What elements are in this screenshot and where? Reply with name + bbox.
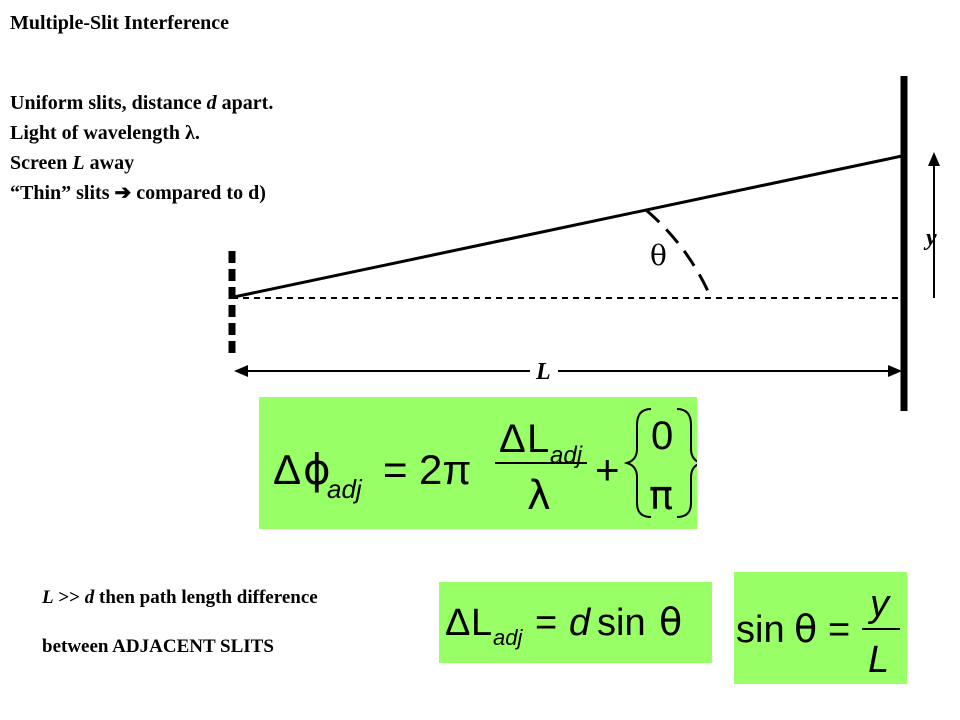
arrow-right-icon: ➔ (114, 182, 132, 204)
y-arrow-head (928, 152, 940, 166)
phase-equation-svg: Δ ϕ adj = 2π Δ L adj λ + 0 π (273, 408, 705, 519)
ray-line (233, 154, 903, 299)
setup-item-thin: “Thin” slits ➔ compared to d) (10, 178, 273, 208)
setup-text: . (194, 122, 200, 144)
equals-sign: = (828, 609, 850, 651)
setup-text: compared to d) (131, 182, 266, 204)
setup-item-wavelength: Light of wavelength λ. (10, 118, 273, 148)
denominator-lambda: λ (527, 473, 551, 519)
distance-arrow-left (234, 365, 248, 377)
sine-equation: sin θ = y L (734, 572, 907, 684)
numerator-y: y (867, 583, 891, 625)
distance-label-bg (530, 356, 558, 382)
path-difference-equation: Δ L adj = d sin θ (439, 582, 712, 663)
var-d: d (84, 587, 95, 608)
var-L: L (42, 587, 54, 608)
sin-function: sin (736, 609, 785, 651)
numerator-L: L (527, 417, 549, 461)
var-d: d (206, 92, 217, 114)
theta-symbol: θ (659, 600, 682, 644)
slide-title: Multiple-Slit Interference (10, 12, 230, 34)
L-label: L (535, 359, 551, 385)
var-d: d (569, 602, 592, 644)
setup-text: Uniform slits, distance (10, 92, 207, 114)
plus-sign: + (595, 446, 620, 493)
adj-subscript: adj (493, 625, 523, 650)
setup-list: Uniform slits, distance d apart. Light o… (10, 88, 273, 208)
adj-subscript: adj (327, 474, 363, 504)
path-equation-svg: Δ L adj = d sin θ (445, 600, 682, 650)
much-greater-symbol: >> (53, 587, 85, 608)
setup-text: away (84, 152, 135, 174)
condition-text: then path length difference (94, 587, 318, 608)
condition-line-1: L >> d then path length difference (42, 587, 318, 609)
setup-text: Screen (10, 152, 73, 174)
equals-sign: = (383, 446, 408, 493)
setup-text: apart. (216, 92, 274, 114)
right-brace (676, 408, 705, 518)
path-L: L (471, 602, 492, 644)
phase-difference-equation: Δ ϕ adj = 2π Δ L adj λ + 0 π (259, 397, 705, 529)
condition-line-2: between ADJACENT SLITS (42, 636, 274, 657)
theta-symbol: θ (794, 607, 817, 651)
numerator-adj: adj (550, 442, 583, 469)
numerator-delta: Δ (499, 417, 526, 461)
setup-item-slits: Uniform slits, distance d apart. (10, 88, 273, 118)
y-label: y (923, 225, 937, 251)
setup-text: “Thin” slits (10, 182, 115, 204)
sine-equation-svg: sin θ = y L (736, 583, 900, 681)
delta-symbol: Δ (445, 602, 470, 644)
distance-arrow-right (888, 365, 902, 377)
equals-sign: = (535, 602, 557, 644)
case-zero: 0 (651, 414, 673, 458)
angle-arc (645, 208, 713, 299)
setup-item-screen: Screen L away (10, 148, 273, 178)
case-pi: π (649, 473, 673, 519)
var-L: L (72, 152, 85, 174)
theta-label: θ (650, 239, 667, 272)
setup-text: Light of wavelength (10, 122, 185, 144)
two-pi: 2π (419, 446, 471, 493)
phi-symbol: ϕ (303, 445, 331, 494)
left-brace (623, 408, 652, 518)
delta-symbol: Δ (273, 446, 301, 493)
sin-function: sin (597, 602, 646, 644)
lambda-symbol: λ (185, 122, 195, 144)
denominator-L: L (868, 639, 889, 681)
